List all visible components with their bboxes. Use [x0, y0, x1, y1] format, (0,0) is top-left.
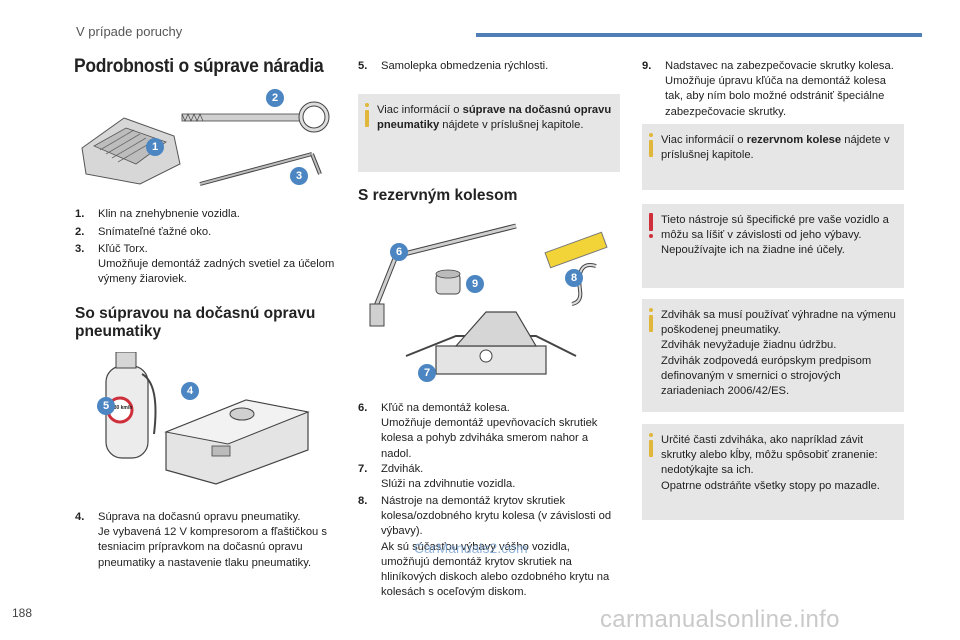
item-text: Nástroje na demontáž krytov skrutiek kol…: [381, 495, 612, 599]
item-text: Kľúč na demontáž kolesa. Umožňuje demont…: [381, 402, 598, 460]
info-note-spare-wheel: Viac informácií o rezervnom kolese nájde…: [642, 124, 904, 190]
list-item-1: 1. Klin na znehybnenie vozidla.: [75, 207, 345, 223]
badge-2: 2: [266, 89, 284, 107]
page-title: Podrobnosti o súprave náradia: [74, 56, 324, 77]
list-item-7: 7. Zdvihák. Slúži na zdvihnutie vozidla.: [358, 462, 620, 494]
speed-limit-label: 80 km/h: [113, 405, 133, 411]
item-number: 9.: [642, 60, 652, 72]
item-number: 7.: [358, 463, 368, 475]
item-number: 2.: [75, 226, 85, 238]
info-icon: [649, 308, 653, 332]
info-icon: [649, 433, 653, 457]
item-text: Samolepka obmedzenia rýchlosti.: [381, 60, 549, 72]
item-number: 8.: [358, 495, 368, 507]
item-number: 5.: [358, 60, 368, 72]
badge-4: 4: [181, 382, 199, 400]
repair-kit-illustration: [105, 352, 310, 485]
list-item-8: 8. Nástroje na demontáž krytov skrutiek …: [358, 494, 620, 602]
badge-3: 3: [290, 167, 308, 185]
item-number: 4.: [75, 511, 85, 523]
section-title-temp-repair: So súpravou na dočasnú opravu pneumatiky: [75, 305, 316, 340]
item-number: 1.: [75, 208, 85, 220]
info-note-jack: Zdvihák sa musí používať výhradne na vým…: [642, 299, 904, 412]
note-text: Viac informácií o rezervnom kolese nájde…: [661, 134, 890, 162]
list-item-2: 2. Snímateľné ťažné oko.: [75, 225, 345, 241]
badge-5: 5: [97, 397, 115, 415]
page-number: 188: [12, 606, 33, 620]
watermark: carmanualsonline.info: [600, 606, 840, 633]
note-text: Tieto nástroje sú špecifické pre vaše vo…: [661, 214, 889, 257]
watermark-overlay: CarManuals2.com: [414, 540, 528, 556]
note-text: Viac informácií o súprave na dočasnú opr…: [377, 104, 612, 132]
list-item-5: 5. Samolepka obmedzenia rýchlosti.: [358, 59, 620, 75]
note-text: Zdvihák sa musí používať výhradne na vým…: [661, 309, 896, 398]
warning-icon: [649, 213, 653, 238]
list-item-9: 9. Nadstavec na zabezpečovacie skrutky k…: [642, 59, 904, 121]
badge-1: 1: [146, 138, 164, 156]
info-note-jack-parts: Určité časti zdviháka, ako napríklad záv…: [642, 424, 904, 520]
badge-6: 6: [390, 243, 408, 261]
warning-note-tools: Tieto nástroje sú špecifické pre vaše vo…: [642, 204, 904, 288]
item-text: Súprava na dočasnú opravu pneumatiky. Je…: [98, 511, 327, 569]
item-text: Zdvihák. Slúži na zdvihnutie vozidla.: [381, 463, 516, 491]
info-icon: [649, 133, 653, 157]
item-text: Klin na znehybnenie vozidla.: [98, 208, 240, 220]
list-item-4: 4. Súprava na dočasnú opravu pneumatiky.…: [75, 510, 345, 588]
item-number: 6.: [358, 402, 368, 414]
item-number: 3.: [75, 243, 85, 255]
badge-8: 8: [565, 269, 583, 287]
note-text: Určité časti zdviháka, ako napríklad záv…: [661, 434, 880, 492]
badge-7: 7: [418, 364, 436, 382]
item-text: Nadstavec na zabezpečovacie skrutky kole…: [665, 60, 894, 118]
list-item-6: 6. Kľúč na demontáž kolesa. Umožňuje dem…: [358, 401, 620, 463]
info-icon: [365, 103, 369, 127]
item-text: Snímateľné ťažné oko.: [98, 226, 212, 238]
item-text: Kľúč Torx. Umožňuje demontáž zadných sve…: [98, 243, 335, 286]
header-rule: [476, 33, 922, 37]
list-item-3: 3. Kľúč Torx. Umožňuje demontáž zadných …: [75, 242, 345, 290]
section-title-spare-wheel: S rezervným kolesom: [358, 187, 518, 204]
toolkit-illustration: [81, 101, 330, 186]
info-note-repair-kit: Viac informácií o súprave na dočasnú opr…: [358, 94, 620, 172]
spare-wheel-tools-illustration: [369, 223, 608, 375]
running-header: V prípade poruchy: [76, 24, 183, 39]
badge-9: 9: [466, 275, 484, 293]
